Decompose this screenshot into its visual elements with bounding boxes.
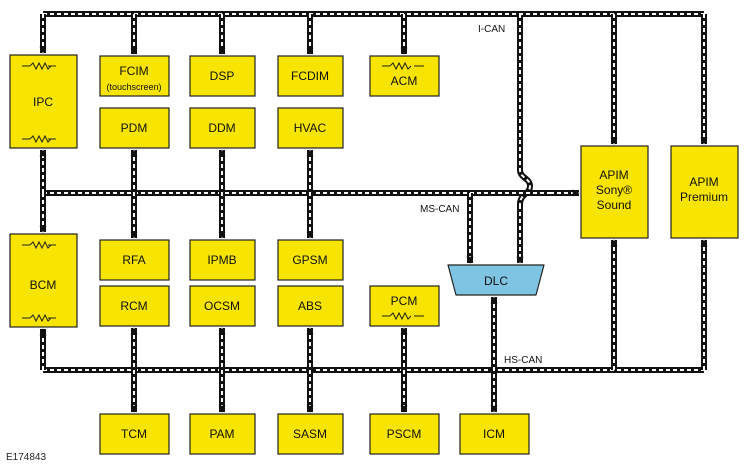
module-pam[interactable]: PAM	[189, 413, 256, 455]
module-label: GPSM	[292, 253, 327, 267]
module-label: IPC	[33, 95, 53, 109]
module-label: HVAC	[294, 121, 327, 135]
module-label: APIM	[689, 175, 718, 189]
module-label: ABS	[298, 299, 322, 313]
module-fcdim[interactable]: FCDIM	[277, 55, 344, 97]
module-sasm[interactable]: SASM	[277, 413, 344, 455]
module-label: PAM	[209, 427, 234, 441]
module-label: TCM	[121, 427, 147, 441]
module-label: ICM	[483, 427, 505, 441]
module-label: Sound	[597, 198, 632, 212]
module-rfa[interactable]: RFA	[99, 239, 170, 281]
bus-line-dash	[43, 13, 704, 262]
module-apim-premium[interactable]: APIM Premium	[670, 145, 739, 239]
hs-can-label: HS-CAN	[504, 355, 542, 366]
module-ipc[interactable]: IPC	[9, 54, 78, 149]
module-pcm[interactable]: PCM	[369, 285, 440, 327]
module-label: PDM	[121, 121, 148, 135]
figure-id: E174843	[6, 452, 47, 463]
module-label: DSP	[210, 69, 235, 83]
module-gpsm[interactable]: GPSM	[277, 239, 344, 281]
module-bcm[interactable]: BCM	[9, 233, 78, 328]
module-ddm[interactable]: DDM	[189, 107, 256, 149]
module-label: OCSM	[204, 299, 240, 313]
module-icm[interactable]: ICM	[459, 413, 530, 455]
module-label: SASM	[293, 427, 327, 441]
module-acm[interactable]: ACM	[369, 55, 440, 97]
module-label: RCM	[120, 299, 147, 313]
module-label: Premium	[680, 190, 728, 204]
module-label: RFA	[122, 253, 145, 267]
module-label: BCM	[30, 278, 57, 292]
module-label: FCIM	[119, 64, 148, 78]
module-tcm[interactable]: TCM	[99, 413, 170, 455]
module-label: APIM	[599, 168, 628, 182]
module-ipmb[interactable]: IPMB	[189, 239, 256, 281]
i-can-label: I-CAN	[478, 24, 505, 35]
module-fcim[interactable]: FCIM (touchscreen)	[99, 55, 170, 97]
i-can-bus	[43, 11, 704, 262]
ms-can-label: MS-CAN	[420, 204, 459, 215]
module-label: PCM	[391, 294, 418, 308]
module-label: PSCM	[387, 427, 422, 441]
module-hvac[interactable]: HVAC	[277, 107, 344, 149]
module-label: DDM	[208, 121, 235, 135]
module-label: DLC	[484, 274, 508, 288]
module-label: ACM	[391, 74, 418, 88]
module-ocsm[interactable]: OCSM	[189, 285, 256, 327]
dlc-connector[interactable]: DLC	[447, 264, 545, 296]
module-apim-sony-sound[interactable]: APIM Sony® Sound	[580, 145, 649, 239]
module-sublabel: (touchscreen)	[106, 82, 161, 92]
bus-connectors	[39, 14, 708, 413]
module-pdm[interactable]: PDM	[99, 107, 170, 149]
module-rcm[interactable]: RCM	[99, 285, 170, 327]
module-label: IPMB	[207, 253, 236, 267]
module-label: FCDIM	[291, 69, 329, 83]
module-dsp[interactable]: DSP	[189, 55, 256, 97]
module-label: Sony®	[596, 183, 632, 197]
module-pscm[interactable]: PSCM	[369, 413, 440, 455]
module-abs[interactable]: ABS	[277, 285, 344, 327]
